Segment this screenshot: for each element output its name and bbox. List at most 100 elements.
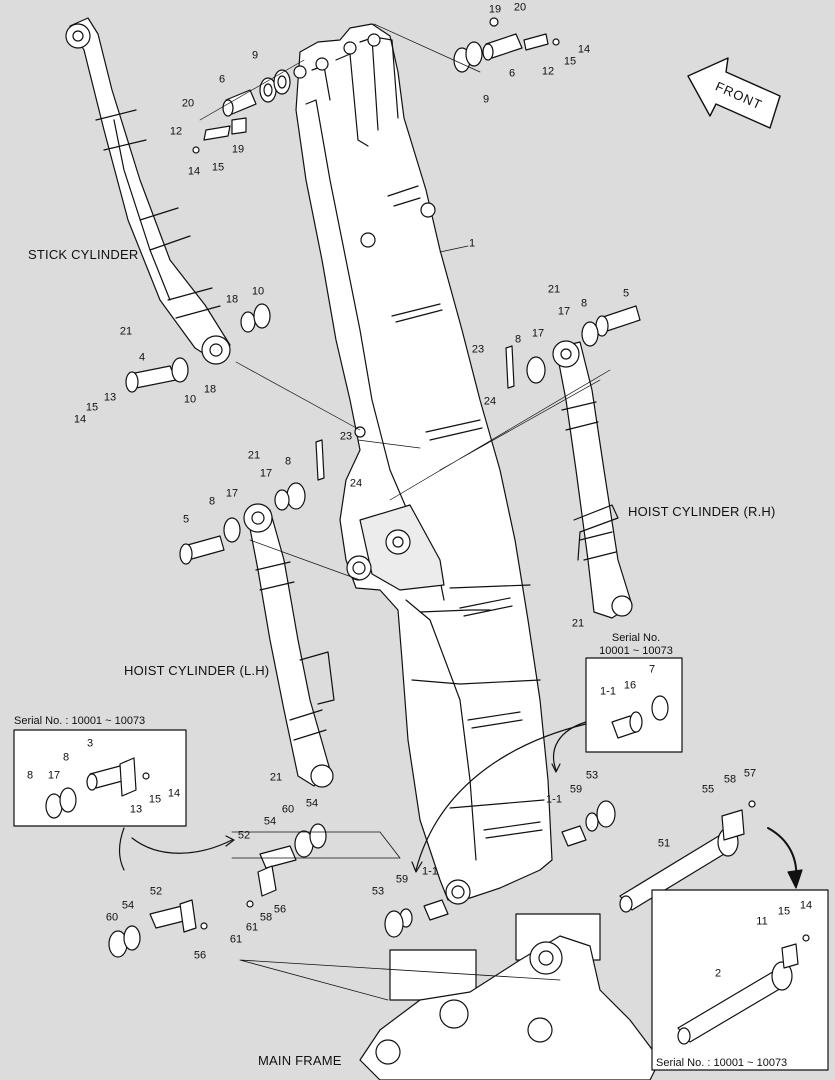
part-callout: 9 (482, 93, 490, 106)
leader-lines (199, 23, 611, 581)
part-callout: 2 (714, 967, 722, 980)
hoist-cylinder-rh-title: HOIST CYLINDER (R.H) (628, 504, 776, 519)
hoist-cylinder-lh-title: HOIST CYLINDER (L.H) (124, 663, 270, 678)
part-callout: 1 (468, 237, 476, 250)
part-callout: 11 (756, 915, 768, 928)
part-callout: 6 (218, 73, 226, 86)
part-callout: 20 (513, 1, 527, 14)
part-callout: 17 (47, 769, 61, 782)
serial-label-right-line2: 10001 ~ 10073 (599, 645, 673, 657)
part-callout: 53 (585, 769, 599, 782)
main-frame (239, 913, 661, 1080)
part-callout: 17 (531, 327, 545, 340)
bushing-detail (411, 657, 683, 873)
front-arrow (687, 57, 781, 129)
part-callout: 58 (259, 911, 273, 924)
part-callout: 3 (86, 737, 94, 750)
mid-pins (125, 303, 641, 565)
part-callout: 1-1 (422, 865, 438, 878)
main-frame-title: MAIN FRAME (258, 1053, 342, 1068)
part-callout: 15 (85, 401, 99, 414)
part-callout: 52 (237, 829, 251, 842)
part-callout: 21 (247, 449, 261, 462)
part-callout: 8 (62, 751, 70, 764)
part-callout: 52 (149, 885, 163, 898)
serial-pin-detail (651, 889, 829, 1071)
part-callout: 8 (580, 297, 588, 310)
part-callout: 14 (73, 413, 87, 426)
part-callout: 24 (349, 477, 363, 490)
part-callout: 10 (251, 285, 265, 298)
part-callout: 4 (138, 351, 146, 364)
serial-label-right-line1: Serial No. (611, 632, 661, 644)
part-callout: 8 (26, 769, 34, 782)
part-callout: 21 (119, 325, 133, 338)
part-callout: 14 (167, 787, 181, 800)
part-callout: 6 (508, 67, 516, 80)
part-callout: 60 (281, 803, 295, 816)
stick-cylinder (65, 17, 231, 365)
part-callout: 19 (231, 143, 245, 156)
part-callout: 20 (181, 97, 195, 110)
part-callout: 17 (557, 305, 571, 318)
part-callout: 21 (269, 771, 283, 784)
part-callout: 54 (305, 797, 319, 810)
bushing-right (384, 800, 616, 938)
part-callout: 17 (225, 487, 239, 500)
part-callout: 1-1 (600, 685, 616, 698)
part-callout: 9 (251, 49, 259, 62)
part-callout: 18 (203, 383, 217, 396)
part-callout: 21 (547, 283, 561, 296)
part-callout: 21 (571, 617, 585, 630)
part-callout: 15 (211, 161, 225, 174)
serial-label-left: Serial No. : 10001 ~ 10073 (14, 715, 146, 727)
part-callout: 23 (471, 343, 485, 356)
part-callout: 61 (229, 933, 243, 946)
part-callout: 5 (182, 513, 190, 526)
part-callout: 55 (701, 783, 715, 796)
hoist-cylinder-rh (552, 340, 633, 619)
part-callout: 59 (395, 873, 409, 886)
boom-foot-pin (619, 800, 803, 913)
part-callout: 8 (284, 455, 292, 468)
part-callout: 13 (103, 391, 117, 404)
part-callout: 1-1 (546, 793, 562, 806)
part-callout: 8 (208, 495, 216, 508)
part-callout: 13 (129, 803, 143, 816)
part-callout: 57 (743, 767, 757, 780)
part-callout: 8 (514, 333, 522, 346)
part-callout: 17 (259, 467, 273, 480)
part-callout: 15 (148, 793, 162, 806)
part-callout: 23 (339, 430, 353, 443)
stick-cylinder-title: STICK CYLINDER (28, 247, 139, 262)
part-callout: 24 (483, 395, 497, 408)
part-callout: 56 (273, 903, 287, 916)
part-callout: 14 (799, 899, 813, 912)
part-callout: 7 (648, 663, 656, 676)
part-callout: 5 (622, 287, 630, 300)
hoist-cylinder-lh (243, 503, 335, 788)
part-callout: 16 (623, 679, 637, 692)
part-callout: 19 (488, 3, 502, 16)
bottom-left-pins (108, 823, 401, 958)
top-pins (192, 17, 560, 154)
part-callout: 10 (183, 393, 197, 406)
boom-assembly (293, 23, 553, 905)
part-callout: 56 (193, 949, 207, 962)
part-callout: 15 (777, 905, 791, 918)
part-callout: 12 (541, 65, 555, 78)
part-callout: 14 (577, 43, 591, 56)
part-callout: 54 (121, 899, 135, 912)
part-callout: 15 (563, 55, 577, 68)
part-callout: 58 (723, 773, 737, 786)
part-callout: 59 (569, 783, 583, 796)
part-callout: 54 (263, 815, 277, 828)
part-callout: 61 (245, 921, 259, 934)
left-pin-detail (13, 729, 235, 871)
part-callout: 53 (371, 885, 385, 898)
part-callout: 18 (225, 293, 239, 306)
part-callout: 14 (187, 165, 201, 178)
part-callout: 12 (169, 125, 183, 138)
